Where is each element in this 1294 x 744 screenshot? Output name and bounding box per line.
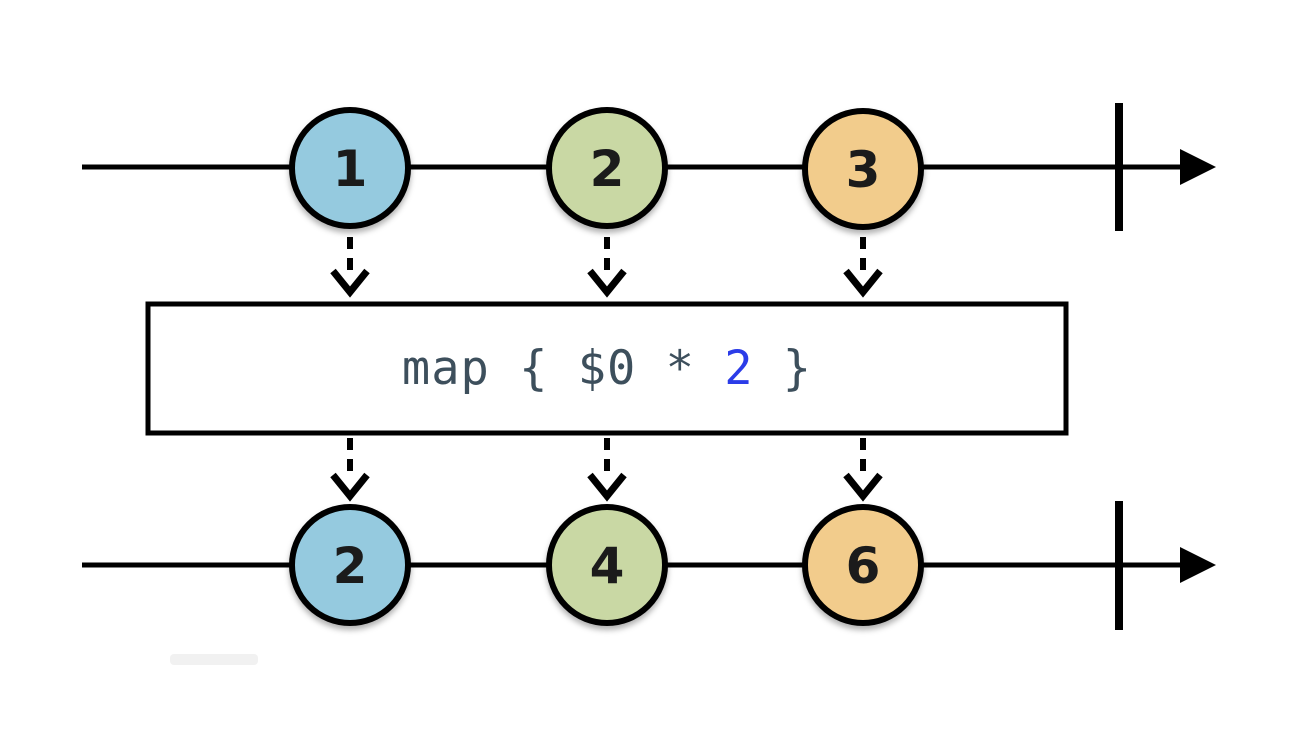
output-marble-1 [289,504,411,626]
dashed-arrow-head-icon [843,268,883,298]
output-marble-2 [546,504,668,626]
dashed-arrow-head-icon [587,472,627,502]
operator-to-output-arrows [330,438,883,502]
marble-circle [546,107,668,229]
marble-value: 2 [590,140,625,198]
operator-box [145,301,1069,436]
output-marble-3 [802,504,924,626]
input-marble-2 [546,107,668,229]
input-stream: 1 2 3 [82,103,1216,231]
marble-value: 1 [333,140,368,198]
dashed-arrow-head-icon [330,472,370,502]
marble-circle [802,504,924,626]
input-timeline-arrowhead-icon [1180,149,1216,185]
input-to-operator-arrows [330,237,883,298]
marble-circle [289,504,411,626]
dashed-arrow-head-icon [587,268,627,298]
input-marble-3 [802,108,924,230]
marble-value: 3 [846,141,881,199]
dashed-arrow-head-icon [330,268,370,298]
marble-circle [802,108,924,230]
marble-value: 6 [846,537,881,595]
render-artifact [170,654,258,665]
marble-circle [546,504,668,626]
marble-value: 2 [333,537,368,595]
dashed-arrow-head-icon [843,472,883,502]
marble-circle [289,107,411,229]
output-timeline-arrowhead-icon [1180,547,1216,583]
input-marble-1 [289,107,411,229]
marble-value: 4 [590,537,625,595]
output-stream: 2 4 6 [82,501,1216,630]
